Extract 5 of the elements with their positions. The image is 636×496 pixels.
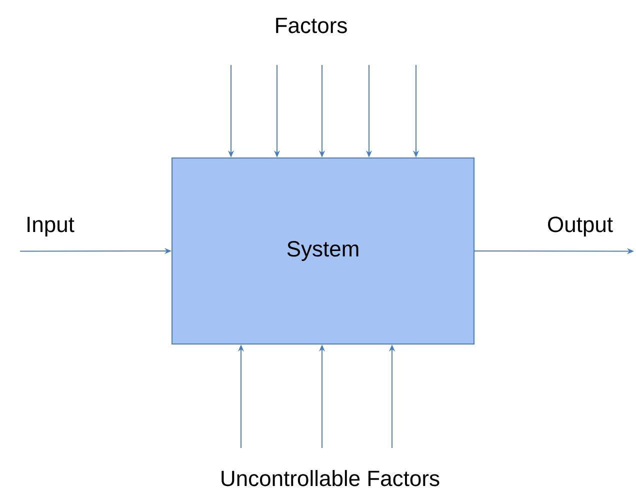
system-box: System <box>172 158 474 344</box>
label: Factors <box>276 18 347 34</box>
label: Uncontrollable Factors <box>222 470 440 486</box>
label: Output <box>548 216 613 237</box>
label: Input <box>28 216 74 237</box>
